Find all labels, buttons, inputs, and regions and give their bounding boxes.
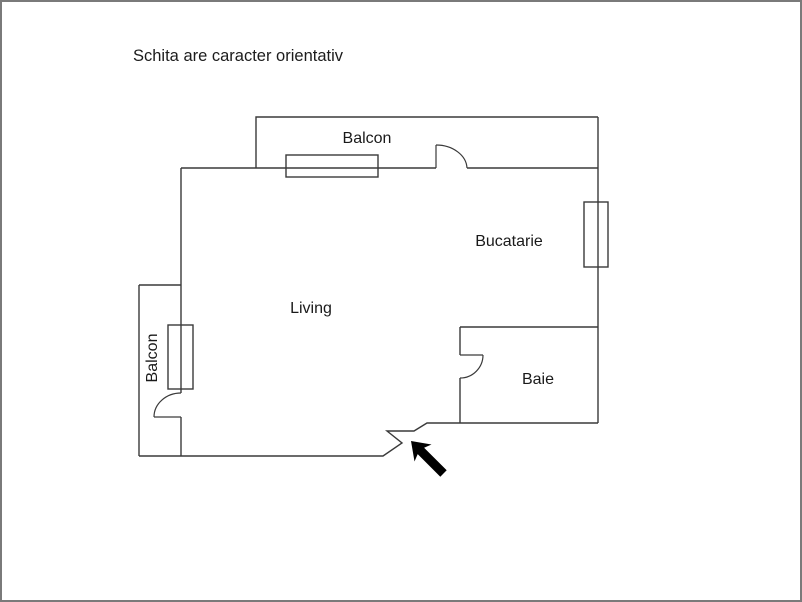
room-labels: Balcon Bucatarie Living Baie Balcon (144, 130, 554, 388)
wall-top-balcony (255, 116, 598, 168)
windows (167, 154, 609, 390)
entrance-arrow-icon (411, 441, 447, 477)
doors (153, 144, 484, 418)
room-label-balcon-left: Balcon (144, 334, 161, 383)
room-label-bucatarie: Bucatarie (475, 233, 543, 250)
window-kitchen (583, 201, 609, 268)
room-label-baie: Baie (522, 371, 554, 388)
disclaimer-note: Schita are caracter orientativ (133, 47, 344, 65)
room-label-living: Living (290, 300, 332, 317)
room-label-balcon-top: Balcon (343, 130, 392, 147)
walls (138, 116, 599, 457)
door-baie-swing-arc (459, 354, 484, 379)
door-top-balcony-swing-arc (435, 144, 468, 169)
wall-bottom-with-entrance (139, 422, 598, 457)
window-top-balcony (285, 154, 379, 178)
door-left-balcony-swing-arc (153, 392, 182, 418)
